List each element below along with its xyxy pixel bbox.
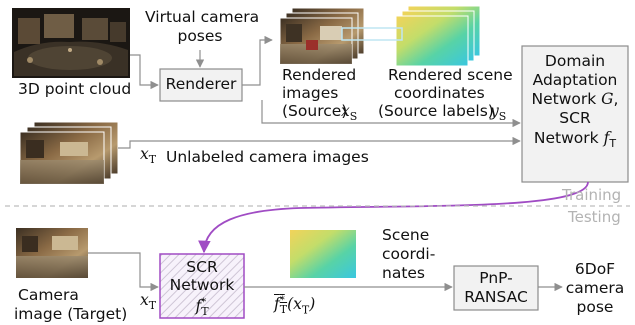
scr-network-box <box>159 253 245 319</box>
domain-box-line3: Network G, <box>531 90 619 108</box>
scene-coords-line3: nates <box>382 264 426 282</box>
unlabeled-images-stack <box>19 121 119 185</box>
unlabeled-label: Unlabeled camera images <box>166 148 369 166</box>
renderer-to-domain-arrow <box>261 100 521 128</box>
domain-adaptation-box <box>521 45 629 183</box>
scene-coords-line1: Scene <box>382 226 430 244</box>
scr-line2: Network <box>169 276 235 294</box>
rendered-coords-line2: coordinates <box>394 84 485 102</box>
training-label: Training <box>562 186 622 204</box>
unlabeled-symbol: xT <box>140 145 157 167</box>
transfer-arrow <box>198 181 589 254</box>
renderer-label: Renderer <box>165 75 237 93</box>
unlabeled-to-domain-arrow <box>118 136 521 149</box>
camera-label-line2: image (Target) <box>14 305 128 323</box>
pnp-line2: RANSAC <box>464 288 528 306</box>
camera-label-line1: Camera <box>18 286 79 304</box>
domain-box-line5: Network fT <box>533 129 617 151</box>
point-cloud-label: 3D point cloud <box>18 80 132 98</box>
scr-line1: SCR <box>186 258 218 276</box>
rendered-images-symbol: xS <box>341 102 358 124</box>
rendered-images-line2: images <box>282 84 339 102</box>
pose-line2: camera <box>565 279 625 297</box>
camera-poses-label-line2: poses <box>177 27 223 45</box>
output-symbol: f*T(xT) <box>274 295 316 317</box>
rendered-scene-coords-stack <box>395 5 481 67</box>
scr-symbol: f*T <box>195 297 209 319</box>
domain-box-line2: Adaptation <box>532 71 618 89</box>
domain-box-line4: SCR <box>559 109 591 127</box>
point-cloud-image <box>12 8 130 78</box>
renderer-to-images-arrow <box>242 35 273 86</box>
pointcloud-to-renderer-arrow <box>130 54 159 90</box>
rendered-coords-symbol: yS <box>490 102 507 124</box>
renderer-box <box>159 68 243 102</box>
rendered-images-stack <box>279 7 365 65</box>
rendered-images-line3: (Source) <box>282 102 348 120</box>
camera-poses-label-line1: Virtual camera <box>145 8 260 26</box>
rendered-images-line1: Rendered <box>282 66 357 84</box>
domain-box-line1: Domain <box>544 52 606 70</box>
camera-symbol: xT <box>140 291 157 313</box>
pose-line1: 6DoF <box>574 260 616 278</box>
testing-label: Testing <box>568 208 621 226</box>
scene-coords-image <box>290 230 356 278</box>
pnp-line1: PnP- <box>479 269 513 287</box>
rendered-coords-line3: (Source labels) <box>378 102 494 120</box>
scene-coords-line2: coordi- <box>382 245 436 263</box>
image-coords-link <box>341 27 403 41</box>
pnp-ransac-box <box>453 265 539 311</box>
camera-to-scr-arrow <box>88 252 159 292</box>
test-camera-image <box>16 228 88 278</box>
pose-line3: pose <box>576 298 614 316</box>
rendered-coords-line1: Rendered scene <box>388 66 513 84</box>
